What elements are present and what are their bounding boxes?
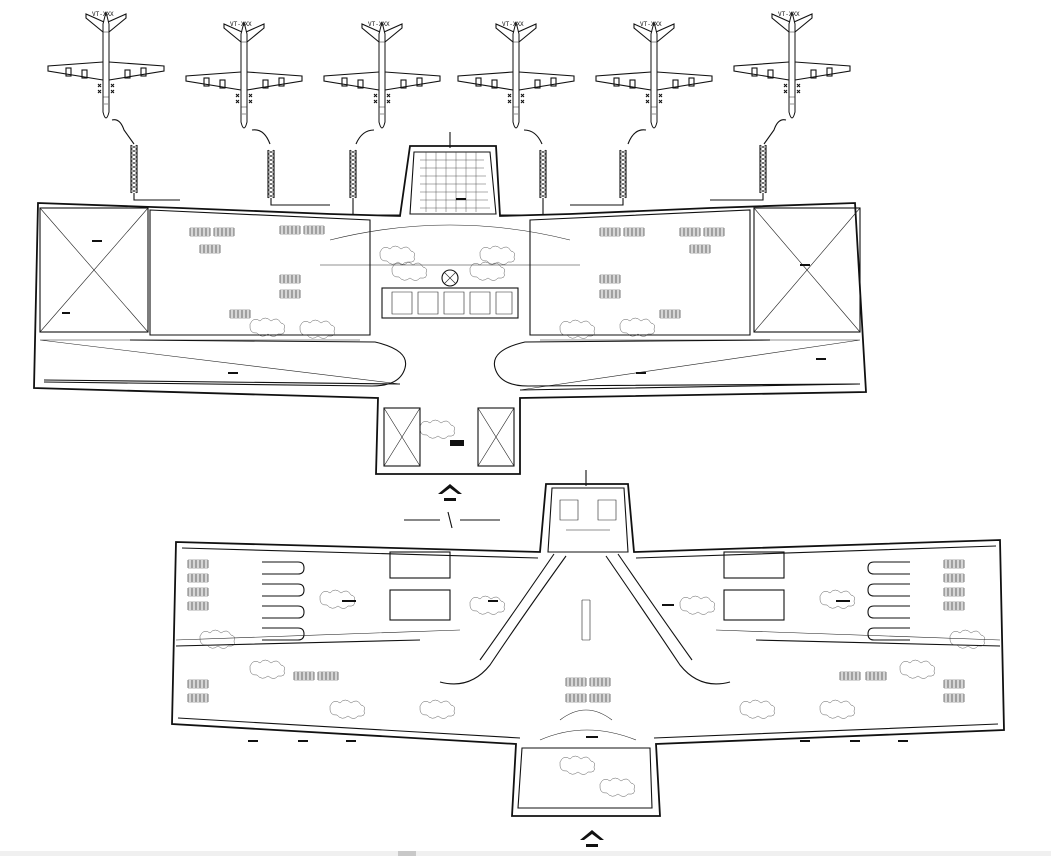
jet-bridge-1 [111, 119, 180, 201]
aircraft-tail-code: VT-XXX [502, 21, 524, 28]
aircraft-5: VT-XXX [595, 21, 713, 129]
north-arrow-upper [404, 484, 500, 529]
aircraft-1: VT-XXX [47, 11, 165, 119]
aircraft-tail-code: VT-XXX [230, 21, 252, 28]
aircraft-tail-code: VT-XXX [368, 21, 390, 28]
jet-bridge-5 [570, 129, 647, 206]
aircraft-3: VT-XXX [323, 21, 441, 129]
aircraft-tail-code: VT-XXX [640, 21, 662, 28]
jet-bridge-4 [500, 129, 547, 216]
jet-bridge-2 [251, 129, 330, 206]
left-service-zone [39, 207, 401, 385]
lower-plan-outline [171, 483, 1005, 817]
right-carousels [867, 561, 910, 641]
left-curb-loop [43, 339, 407, 387]
aircraft-tail-code: VT-XXX [778, 11, 800, 18]
central-checkin-block [381, 269, 519, 319]
left-carousels [262, 561, 305, 641]
aircraft-2: VT-XXX [185, 21, 303, 129]
jet-bridges [111, 119, 787, 216]
upper-floor-plan [33, 132, 867, 529]
aircraft-6: VT-XXX [733, 11, 851, 119]
aircraft-tail-code: VT-XXX [92, 11, 114, 18]
aircraft-4: VT-XXX [457, 21, 575, 129]
lower-floor-plan [171, 470, 1005, 847]
aircraft-row: VT-XXX VT-XXX VT-XXX VT-XXX VT-XXX VT-XX… [47, 11, 851, 129]
upper-entry-block [383, 407, 515, 467]
north-arrow-lower [580, 830, 604, 847]
central-pier [409, 151, 497, 215]
right-service-zone [519, 207, 861, 391]
upper-plan-outline [33, 145, 867, 475]
jet-bridge-3 [349, 129, 400, 216]
horizontal-scrollbar[interactable] [0, 851, 1051, 856]
left-baggage-arc [439, 555, 567, 685]
jet-bridge-6 [710, 119, 787, 201]
right-curb-loop [493, 339, 859, 387]
scrollbar-thumb[interactable] [398, 851, 416, 856]
right-baggage-arc [605, 555, 731, 685]
